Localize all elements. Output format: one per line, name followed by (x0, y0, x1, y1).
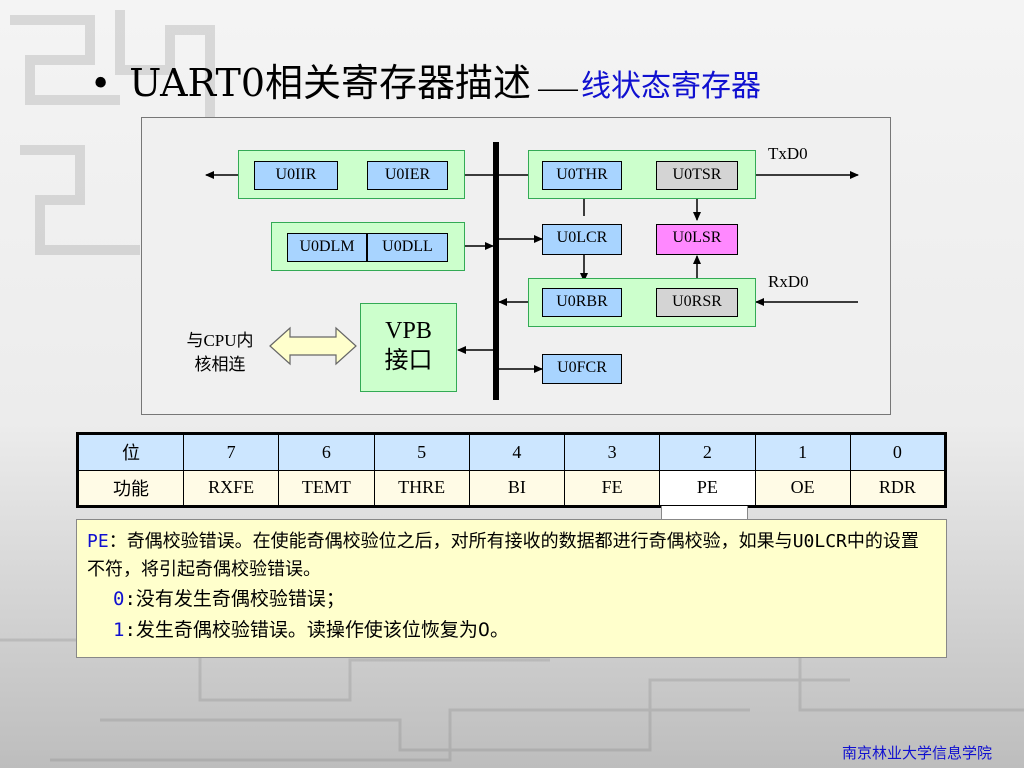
cpu-double-arrow (269, 326, 357, 366)
function-cell: RDR (849, 469, 947, 507)
cpu-label: 与CPU内 核相连 (176, 329, 264, 377)
bit-cell: 0 (849, 433, 947, 471)
footer-institution: 南京林业大学信息学院 (841, 744, 992, 762)
vpb-sublabel: 接口 (384, 348, 433, 374)
u0lsr-register: U0LSR (656, 224, 738, 255)
pe-description: PE：奇偶校验错误。在使能奇偶校验位之后，对所有接收的数据都进行奇偶校验，如果与… (76, 519, 947, 658)
description-item-1: 1:发生奇偶校验错误。读操作使该位恢复为0。 (113, 619, 509, 641)
description-ref: U0LCR (792, 531, 847, 552)
cpu-label-line1: 与CPU内 (186, 331, 254, 350)
function-cell: THRE (373, 469, 470, 507)
bit-cell: 6 (278, 433, 375, 471)
bit-row: 位 7 6 5 4 3 2 1 0 (77, 433, 947, 471)
u0dlm-register: U0DLM (287, 233, 367, 262)
txd0-label: TxD0 (768, 144, 808, 163)
function-cell: TEMT (278, 469, 375, 507)
bit-row-label: 位 (77, 433, 184, 471)
description-paragraph: PE：奇偶校验错误。在使能奇偶校验位之后，对所有接收的数据都进行奇偶校验，如果与… (87, 528, 936, 584)
function-row-label: 功能 (77, 469, 184, 507)
uart-block-diagram: U0IIR U0IER U0DLM U0DLL U0THR U0TSR U0LC… (141, 117, 891, 415)
pe-callout-tab (661, 506, 748, 522)
rxd0-label: RxD0 (768, 272, 809, 291)
item1-text: 发生奇偶校验错误。读操作使该位恢复为0。 (135, 619, 509, 641)
bit-cell: 5 (373, 433, 470, 471)
title-bullet: • (90, 64, 112, 105)
title-subtitle: 线状态寄存器 (581, 69, 761, 104)
bit-cell: 7 (182, 433, 280, 471)
title-main: UART0相关寄存器描述 (129, 61, 531, 105)
description-text1: 奇偶校验错误。在使能奇偶校验位之后，对所有接收的数据都进行奇偶校验，如果与 (126, 531, 793, 552)
description-text2: 中的设置不符，将引起奇偶校验错误。 (87, 531, 919, 580)
bit-cell: 1 (754, 433, 851, 471)
vpb-label: VPB (385, 318, 432, 344)
function-cell: RXFE (182, 469, 280, 507)
description-colon: ： (108, 531, 127, 552)
function-cell-pe: PE (659, 469, 756, 507)
u0rsr-register: U0RSR (656, 288, 738, 317)
vpb-interface: VPB 接口 (360, 303, 457, 392)
u0lcr-register: U0LCR (542, 224, 622, 255)
cpu-label-line2: 核相连 (194, 355, 246, 374)
function-cell: BI (468, 469, 566, 507)
u0dll-register: U0DLL (367, 233, 448, 262)
u0thr-register: U0THR (542, 161, 622, 190)
u0tsr-register: U0TSR (656, 161, 738, 190)
u0rbr-register: U0RBR (542, 288, 622, 317)
slide-title: • UART0相关寄存器描述 —— 线状态寄存器 (90, 52, 761, 112)
u0iir-register: U0IIR (254, 161, 338, 190)
bit-cell: 2 (659, 433, 756, 471)
u0ier-register: U0IER (367, 161, 448, 190)
bit-cell: 4 (468, 433, 566, 471)
description-item-0: 0:没有发生奇偶校验错误； (113, 588, 345, 610)
description-term: PE (87, 531, 109, 552)
item1-key: 1 (113, 619, 125, 641)
title-dash: —— (537, 77, 579, 102)
function-cell: FE (563, 469, 661, 507)
item0-text: 没有发生奇偶校验错误； (135, 588, 345, 610)
bit-table: 位 7 6 5 4 3 2 1 0 功能 RXFE TEMT THRE BI F… (76, 432, 947, 508)
item0-key: 0 (113, 588, 125, 610)
function-cell: OE (754, 469, 851, 507)
bit-cell: 3 (563, 433, 661, 471)
u0fcr-register: U0FCR (542, 354, 622, 384)
function-row: 功能 RXFE TEMT THRE BI FE PE OE RDR (77, 469, 947, 507)
